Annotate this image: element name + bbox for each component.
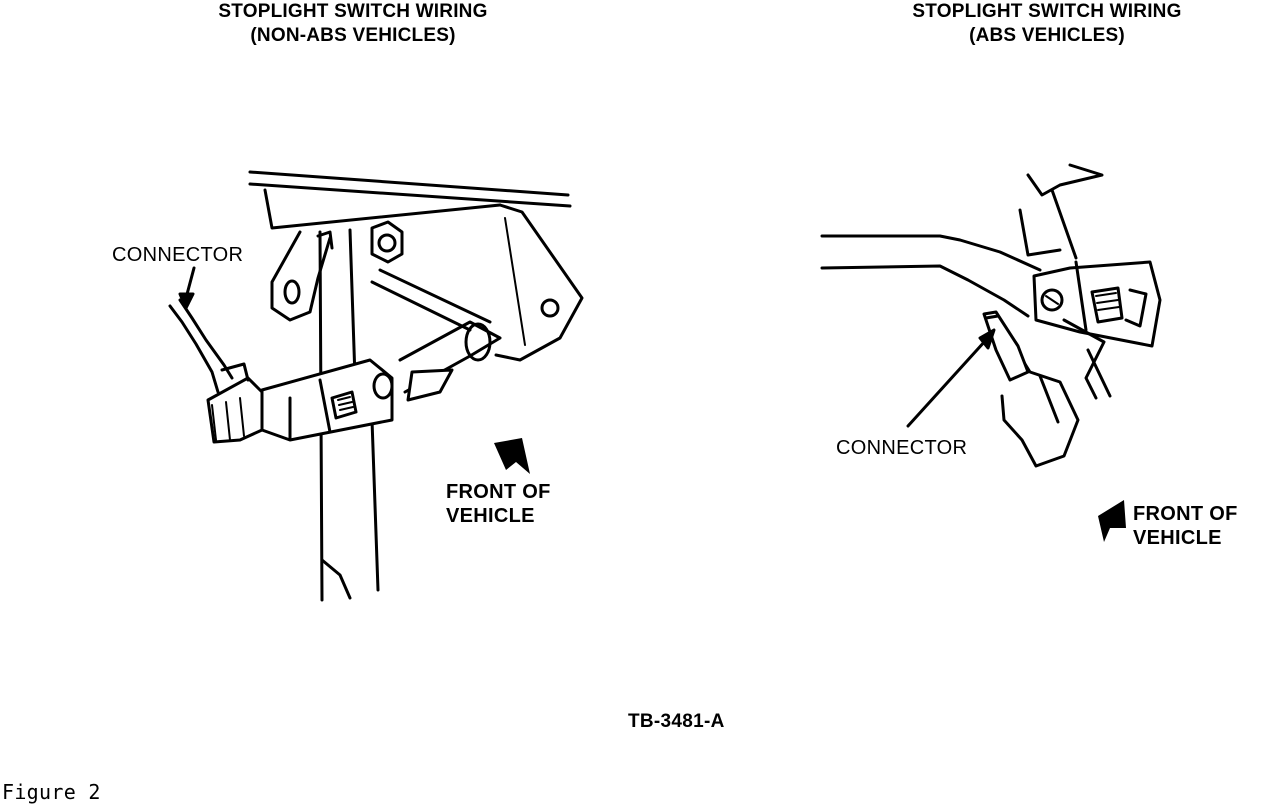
right-connector-leader: [906, 338, 988, 428]
right-front-line1: FRONT OF: [1133, 503, 1238, 525]
right-connector: [982, 310, 1030, 382]
right-front-arrow-icon: [1098, 500, 1126, 542]
right-pedal-assembly: [820, 163, 1162, 468]
right-front-line2: VEHICLE: [1133, 527, 1222, 549]
right-dash-rail: [820, 234, 1042, 272]
left-front-arrow-icon: [494, 438, 530, 474]
right-diagram-title: STOPLIGHT SWITCH WIRING (ABS VEHICLES): [882, 0, 1212, 48]
left-dash-top: [248, 170, 570, 197]
right-front-of-vehicle-label: FRONT OF VEHICLE: [1133, 502, 1238, 550]
left-wire: [168, 304, 220, 394]
right-support-top: [1026, 163, 1104, 197]
figure-caption: Figure 2: [2, 780, 101, 804]
right-title-line1: STOPLIGHT SWITCH WIRING: [912, 1, 1182, 22]
left-nut: [370, 220, 404, 264]
left-bolt: [540, 298, 560, 318]
left-title-line1: STOPLIGHT SWITCH WIRING: [218, 1, 488, 22]
left-front-line2: VEHICLE: [446, 505, 535, 527]
left-diagram-title: STOPLIGHT SWITCH WIRING (NON-ABS VEHICLE…: [192, 0, 514, 48]
left-pivot-ear: [270, 230, 332, 322]
left-front-of-vehicle-label: FRONT OF VEHICLE: [446, 480, 551, 528]
left-pushrod: [398, 320, 502, 394]
left-front-line1: FRONT OF: [446, 481, 551, 503]
left-bracket: [494, 203, 584, 362]
tb-code: TB-3481-A: [628, 711, 725, 732]
right-title-line2: (ABS VEHICLES): [969, 25, 1125, 46]
left-pedal-assembly: [168, 170, 584, 602]
right-connector-label: CONNECTOR: [836, 437, 968, 459]
left-connector-label: CONNECTOR: [112, 244, 244, 266]
left-title-line2: (NON-ABS VEHICLES): [250, 25, 456, 46]
